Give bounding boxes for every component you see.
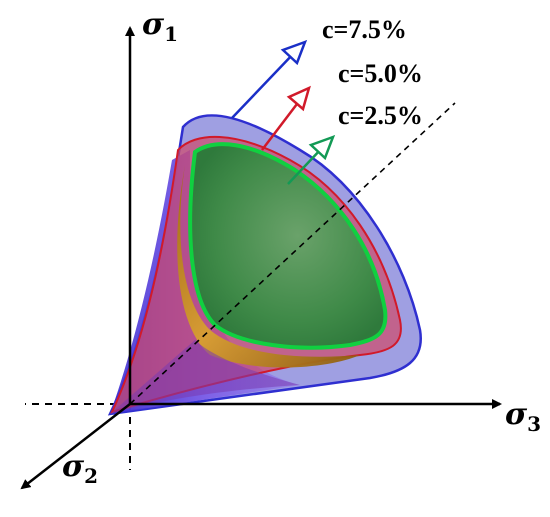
sigma3-label: σ3: [505, 397, 541, 436]
label-c-7.5: c=7.5%: [322, 15, 407, 44]
arrow-c-2.5: [287, 134, 336, 185]
sigma1-label: σ1: [142, 7, 178, 46]
label-c-5.0: c=5.0%: [338, 59, 423, 88]
cone-lower-purple: [110, 340, 300, 414]
arrow-c-5.0: [261, 85, 311, 151]
label-c-2.5: c=2.5%: [338, 101, 423, 130]
hydrostatic-axis: [129, 102, 456, 405]
surface-c-2.5: [188, 142, 388, 350]
sigma2-label: σ2: [62, 449, 98, 488]
sigma2-axis: [20, 403, 131, 490]
arrow-c-7.5: [231, 39, 308, 119]
